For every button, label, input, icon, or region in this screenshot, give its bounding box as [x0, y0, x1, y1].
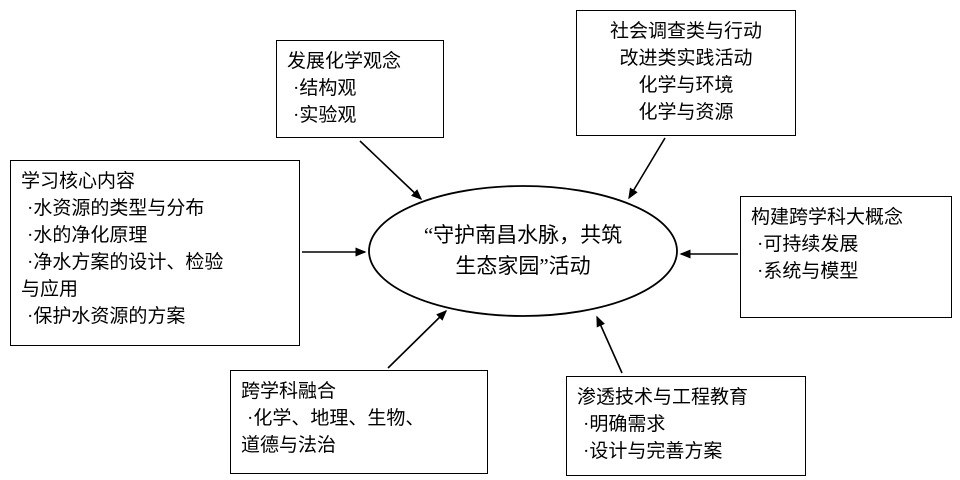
center-activity-line2: 生态家园”活动 [455, 254, 591, 278]
bullet-item: ·化学、地理、生物、 [247, 408, 425, 429]
box-title-line: 改进类实践活动 [619, 48, 753, 69]
bullet-item: ·明确需求 [583, 414, 666, 435]
bullet-item: ·水资源的类型与分布 [27, 198, 205, 219]
bullet-item: ·结构观 [293, 78, 357, 99]
bullet-item: ·水的净化原理 [27, 225, 148, 246]
box-interdisciplinary-big-concepts: 构建跨学科大概念 ·可持续发展 ·系统与模型 [740, 196, 952, 318]
center-activity-label: “守护南昌水脉，共筑 生态家园”活动 [369, 186, 677, 316]
bullet-item: ·可持续发展 [757, 234, 859, 255]
box-title-line: 社会调查类与行动 [609, 21, 762, 42]
bullet-item: ·保护水资源的方案 [27, 306, 186, 327]
box-text-line: 化学与环境 [638, 75, 734, 96]
box-title: 学习核心内容 [21, 171, 136, 192]
box-core-learning-content: 学习核心内容 ·水资源的类型与分布 ·水的净化原理 ·净水方案的设计、检验 与应… [10, 160, 300, 346]
box-develop-chemistry-concepts: 发展化学观念 ·结构观 ·实验观 [276, 40, 444, 138]
bullet-item: ·系统与模型 [757, 261, 859, 282]
box-title: 发展化学观念 [287, 51, 402, 72]
arrow-develop-concepts-to-center [359, 140, 423, 201]
arrow-tech-engineering-to-center [596, 315, 623, 374]
box-technology-engineering-education: 渗透技术与工程教育 ·明确需求 ·设计与完善方案 [566, 376, 806, 476]
bullet-item-continuation: 与应用 [21, 279, 79, 300]
box-title: 跨学科融合 [241, 381, 337, 402]
box-practice-activities: 社会调查类与行动 改进类实践活动 化学与环境 化学与资源 [576, 10, 796, 136]
box-text-line: 化学与资源 [638, 102, 734, 123]
center-ellipse [368, 185, 678, 317]
box-interdisciplinary-integration: 跨学科融合 ·化学、地理、生物、 道德与法治 [230, 370, 488, 474]
box-title: 渗透技术与工程教育 [577, 387, 749, 408]
box-title: 构建跨学科大概念 [751, 207, 904, 228]
arrow-practice-to-center [628, 137, 666, 200]
bullet-item-continuation: 道德与法治 [241, 435, 337, 456]
bullet-item: ·实验观 [293, 105, 357, 126]
bullet-item: ·设计与完善方案 [583, 441, 723, 462]
arrow-integration-to-center [387, 309, 448, 369]
center-activity-line1: “守护南昌水脉，共筑 [423, 223, 623, 247]
bullet-item: ·净水方案的设计、检验 [27, 252, 224, 273]
